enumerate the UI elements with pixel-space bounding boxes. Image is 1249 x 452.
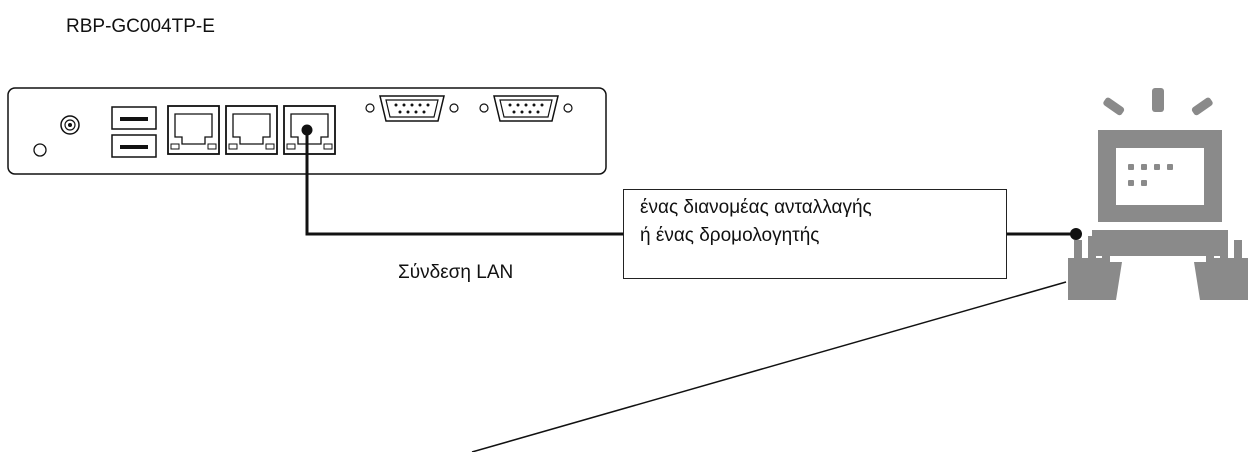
serial-port-icon [479,95,573,122]
power-jack-icon [60,115,80,135]
ethernet-port-icon [167,105,220,155]
switch-router-label-line2: ή ένας δρομολογητής [640,225,820,246]
usb-port-icon [111,106,157,158]
serial-port-icon [365,95,459,122]
switch-router-label-line1: ένας διανομέας ανταλλαγής [640,197,872,218]
switch-router-box: ένας διανομέας ανταλλαγής ή ένας δρομολο… [623,189,1007,279]
computer-user-icon [1068,88,1248,300]
network-to-computer-line [1007,228,1082,240]
ethernet-port-icon [283,105,336,155]
lan-connection-label: Σύνδεση LAN [398,262,514,283]
lan-cable [301,124,623,236]
power-led-icon [33,143,47,157]
ethernet-port-icon [225,105,278,155]
device-model-label: RBP-GC004TP-E [66,16,215,37]
pointer-line [471,281,1067,452]
